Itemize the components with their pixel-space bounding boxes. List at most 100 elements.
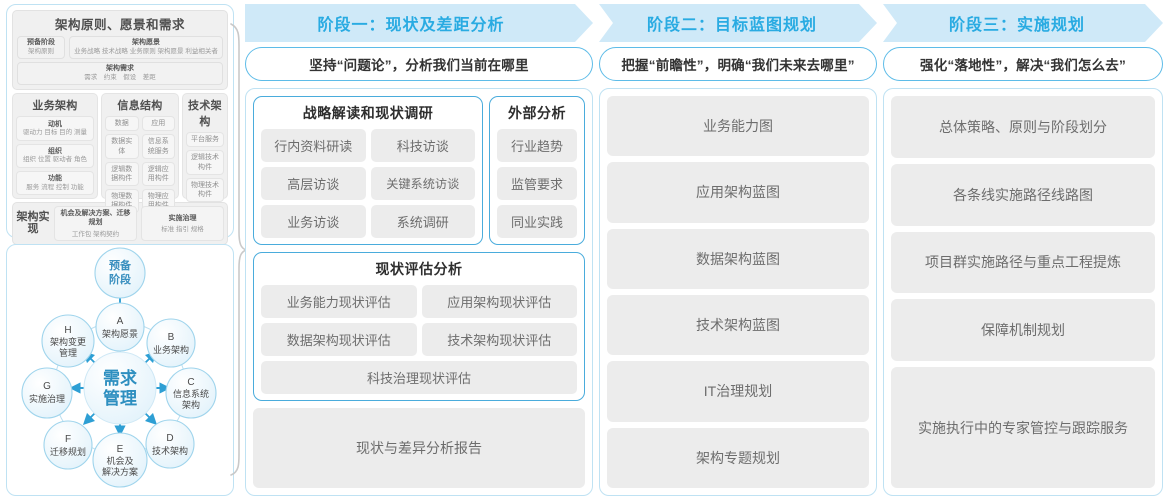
framework-bottom-block: 架构实现 机会及解决方案、迁移规划 工作包 架构契约 实施治理 标准 指引 规格	[12, 202, 228, 245]
list-item[interactable]: 应用架构蓝图	[607, 162, 869, 223]
framework-bottom-opportunities: 机会及解决方案、迁移规划 工作包 架构契约	[54, 206, 137, 241]
framework-vision-sub: 业务战略 技术战略 业务原则 架构愿景 利益相关者	[74, 47, 218, 55]
svg-text:B: B	[168, 332, 175, 343]
framework-prelim-sub: 架构原则	[28, 47, 54, 55]
framework-column-technology: 技术架构 平台服务 逻辑技术构件 物理技术构件	[182, 93, 228, 202]
adm-diagram-svg: 需求 管理 预备 阶段 A 架构愿景 B 业务架构 C 信息系统 架构	[21, 247, 217, 488]
svg-text:架构: 架构	[182, 399, 200, 410]
framework-prelim-cell: 预备阶段 架构原则	[17, 36, 65, 60]
assessment-item[interactable]: 数据架构现状评估	[261, 323, 417, 356]
framework-vision-title: 架构愿景	[132, 39, 160, 46]
framework-column-information: 信息结构 数据 数据实体 逻辑数据构件 物理数据构件 应用 信息系统服务 逻辑应…	[101, 93, 179, 214]
gap-analysis-report-box[interactable]: 现状与差异分析报告	[253, 408, 585, 488]
list-item[interactable]: 各条线实施路径线路图	[891, 163, 1155, 226]
framework-title: 架构原则、愿景和需求	[54, 18, 185, 32]
phase-3: 阶段三：实施规划 强化“落地性”，解决“我们怎么去” 总体策略、原则与阶段划分 …	[883, 4, 1163, 496]
strategy-item[interactable]: 高层访谈	[261, 167, 366, 200]
adm-cycle-panel: 需求 管理 预备 阶段 A 架构愿景 B 业务架构 C 信息系统 架构	[6, 244, 234, 496]
framework-bottom-governance: 实施治理 标准 指引 规格	[141, 206, 224, 241]
phase-2-header: 阶段二：目标蓝图规划	[599, 4, 877, 42]
strategy-item[interactable]: 关键系统访谈	[370, 167, 475, 200]
strategy-item[interactable]: 业务访谈	[261, 205, 366, 238]
phase-2-subtitle: 把握“前瞻性”，明确“我们未来去哪里”	[599, 47, 877, 81]
framework-requirements-title: 架构需求	[106, 65, 134, 73]
list-item[interactable]: 数据架构蓝图	[607, 228, 869, 289]
strategy-item[interactable]: 科技访谈	[370, 129, 475, 162]
phases-container: 阶段一：现状及差距分析 坚持“问题论”，分析我们当前在哪里 战略解读和现状调研 …	[245, 4, 1163, 496]
svg-text:F: F	[65, 434, 71, 445]
svg-text:C: C	[187, 377, 194, 388]
framework-subcolumn-application: 应用 信息系统服务 逻辑应用构件 物理应用构件	[141, 116, 175, 214]
svg-text:D: D	[166, 433, 173, 444]
list-item[interactable]: 实施执行中的专家管控与跟踪服务	[891, 367, 1155, 488]
list-item[interactable]: 技术架构蓝图	[607, 294, 869, 356]
assessment-item[interactable]: 业务能力现状评估	[261, 285, 417, 318]
phase-3-body: 总体策略、原则与阶段划分 各条线实施路径线路图 项目群实施路径与重点工程提炼 保…	[883, 88, 1163, 496]
framework-item-function: 功能 服务 流程 控制 功能	[16, 171, 94, 196]
assessment-title: 现状评估分析	[375, 261, 463, 277]
phase-3-header: 阶段三：实施规划	[883, 4, 1163, 42]
svg-text:E: E	[117, 444, 124, 455]
list-item[interactable]: 架构专题规划	[607, 427, 869, 488]
framework-item-motivation: 动机 驱动力 目标 目的 测量	[16, 116, 94, 141]
svg-text:阶段: 阶段	[109, 272, 131, 286]
assessment-card: 现状评估分析 业务能力现状评估 应用架构现状评估 数据架构现状评估 技术架构现状…	[253, 252, 585, 401]
phase-2-body: 业务能力图 应用架构蓝图 数据架构蓝图 技术架构蓝图 IT治理规划 架构专题规划	[599, 88, 877, 496]
list-item[interactable]: 项目群实施路径与重点工程提炼	[891, 231, 1155, 294]
strategy-research-card: 战略解读和现状调研 行内资料研读 科技访谈 高层访谈 关键系统访谈 业务访谈 系…	[253, 96, 483, 245]
framework-column-technology-header: 技术架构	[188, 100, 222, 129]
framework-bottom-label: 架构实现	[16, 210, 50, 236]
svg-text:A: A	[117, 316, 124, 327]
svg-text:解决方案: 解决方案	[102, 466, 138, 477]
assessment-item[interactable]: 技术架构现状评估	[421, 323, 577, 356]
framework-middle-row: 业务架构 动机 驱动力 目标 目的 测量 组织 组织 位置 驱动者 角色 功能 …	[12, 93, 228, 214]
framework-requirements-sub: 需求 约束 假设 差距	[84, 73, 156, 81]
framework-column-business-header: 业务架构	[32, 100, 78, 113]
framework-column-information-header: 信息结构	[117, 100, 163, 113]
left-column: 架构原则、愿景和需求 预备阶段 架构原则 架构愿景 业务战略 技术战略 业务原则…	[6, 4, 234, 496]
framework-vision-cell: 架构愿景 业务战略 技术战略 业务原则 架构愿景 利益相关者	[69, 36, 223, 60]
togaf-content-framework-panel: 架构原则、愿景和需求 预备阶段 架构原则 架构愿景 业务战略 技术战略 业务原则…	[6, 4, 234, 245]
phase-1-body: 战略解读和现状调研 行内资料研读 科技访谈 高层访谈 关键系统访谈 业务访谈 系…	[245, 88, 593, 496]
framework-top-block: 架构原则、愿景和需求 预备阶段 架构原则 架构愿景 业务战略 技术战略 业务原则…	[12, 10, 228, 91]
svg-text:管理: 管理	[59, 347, 77, 358]
phase-1: 阶段一：现状及差距分析 坚持“问题论”，分析我们当前在哪里 战略解读和现状调研 …	[245, 4, 593, 496]
svg-text:信息系统: 信息系统	[173, 388, 209, 399]
assessment-item[interactable]: 应用架构现状评估	[421, 285, 577, 318]
svg-text:机会及: 机会及	[106, 455, 133, 466]
svg-text:实施治理: 实施治理	[29, 393, 65, 404]
framework-subcolumn-data: 数据 数据实体 逻辑数据构件 物理数据构件	[105, 116, 139, 214]
phase-1-subtitle: 坚持“问题论”，分析我们当前在哪里	[245, 47, 593, 81]
svg-text:架构变更: 架构变更	[50, 336, 86, 347]
strategy-item[interactable]: 行内资料研读	[261, 129, 366, 162]
adm-center-line2: 管理	[103, 388, 137, 408]
phase-3-list: 总体策略、原则与阶段划分 各条线实施路径线路图 项目群实施路径与重点工程提炼 保…	[891, 96, 1155, 488]
phase-2-list: 业务能力图 应用架构蓝图 数据架构蓝图 技术架构蓝图 IT治理规划 架构专题规划	[607, 96, 869, 488]
phase-1-header: 阶段一：现状及差距分析	[245, 4, 593, 42]
svg-text:迁移规划: 迁移规划	[50, 446, 86, 457]
adm-center-line1: 需求	[103, 368, 137, 388]
external-item[interactable]: 同业实践	[497, 205, 577, 238]
phase-2: 阶段二：目标蓝图规划 把握“前瞻性”，明确“我们未来去哪里” 业务能力图 应用架…	[599, 4, 877, 496]
svg-text:技术架构: 技术架构	[152, 445, 188, 456]
framework-column-business: 业务架构 动机 驱动力 目标 目的 测量 组织 组织 位置 驱动者 角色 功能 …	[12, 93, 98, 200]
list-item[interactable]: 业务能力图	[607, 96, 869, 157]
external-analysis-card: 外部分析 行业趋势 监管要求 同业实践	[489, 96, 585, 245]
list-item[interactable]: 总体策略、原则与阶段划分	[891, 96, 1155, 158]
svg-text:预备: 预备	[109, 258, 132, 272]
phase-3-subtitle: 强化“落地性”，解决“我们怎么去”	[883, 47, 1163, 81]
list-item[interactable]: 保障机制规划	[891, 299, 1155, 362]
external-analysis-title: 外部分析	[508, 105, 566, 121]
assessment-item-full[interactable]: 科技治理现状评估	[261, 361, 577, 394]
strategy-item[interactable]: 系统调研	[370, 205, 475, 238]
external-item[interactable]: 监管要求	[497, 167, 577, 200]
framework-item-organization: 组织 组织 位置 驱动者 角色	[16, 143, 94, 169]
svg-text:G: G	[43, 381, 51, 392]
external-item[interactable]: 行业趋势	[497, 129, 577, 162]
strategy-research-title: 战略解读和现状调研	[302, 105, 434, 121]
svg-text:H: H	[64, 325, 71, 336]
list-item[interactable]: IT治理规划	[607, 361, 869, 422]
svg-text:业务架构: 业务架构	[153, 344, 189, 355]
framework-prelim-title: 预备阶段	[27, 39, 55, 46]
adm-diagram: 需求 管理 预备 阶段 A 架构愿景 B 业务架构 C 信息系统 架构	[7, 245, 233, 495]
